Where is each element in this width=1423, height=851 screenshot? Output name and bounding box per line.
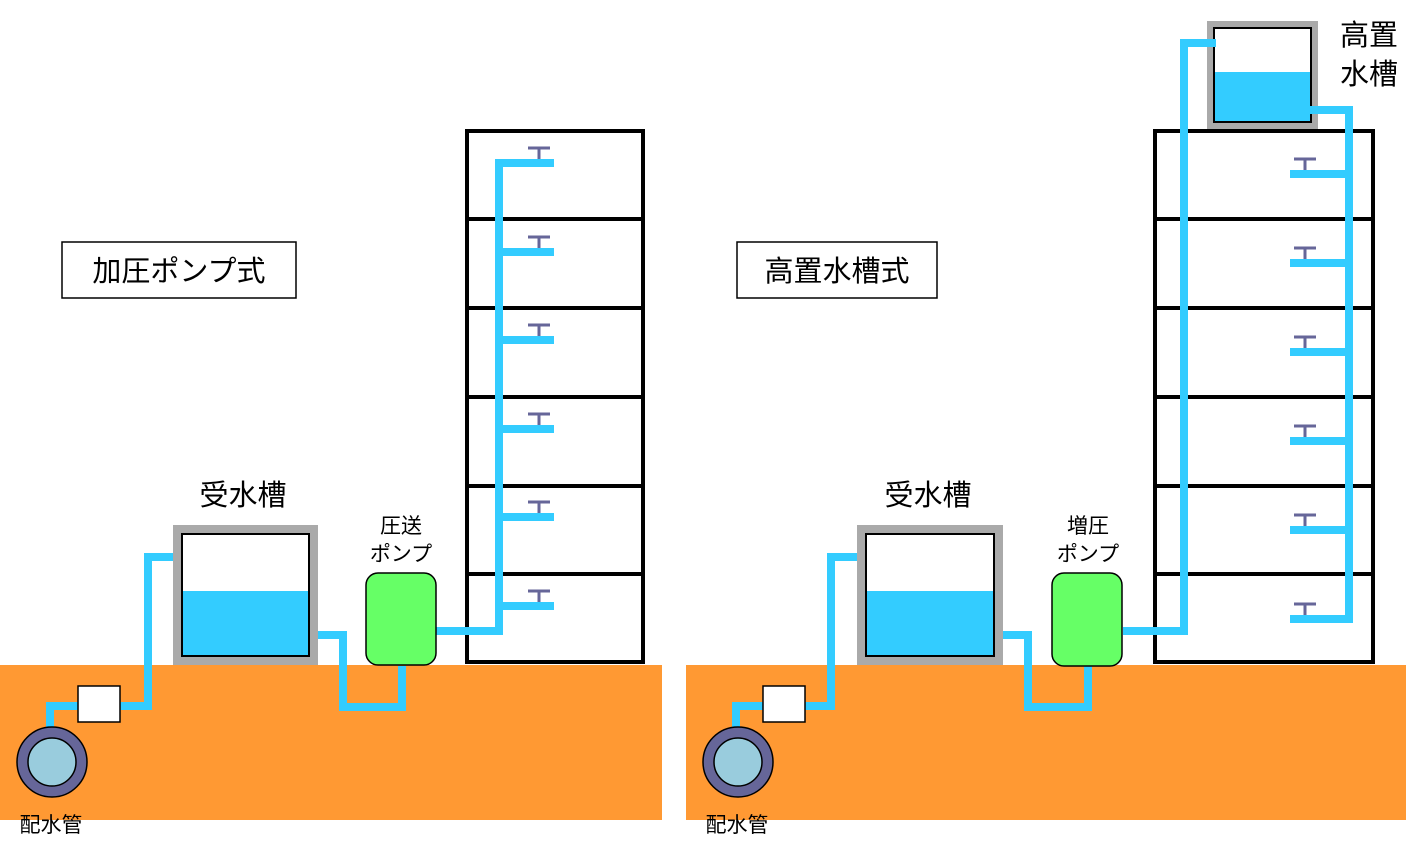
right-pump-label-2: ポンプ [1057, 542, 1119, 566]
left-title-box [61, 241, 297, 299]
left-pump-label-1: 圧送 [380, 514, 422, 538]
right-pump [1051, 572, 1123, 667]
faucet-icon [528, 323, 550, 336]
left-title: 加圧ポンプ式 [92, 254, 265, 288]
faucet-icon [1294, 602, 1316, 615]
right-pump-label-1: 増圧 [1067, 514, 1109, 538]
right-tank-label: 受水槽 [884, 478, 971, 512]
faucet-icon [528, 589, 550, 602]
right-receiving-tank [857, 525, 1003, 665]
right-building [1153, 129, 1375, 664]
right-water-meter [762, 685, 806, 723]
right-panel: 高置水槽式 受水槽 増圧 ポンプ 配水管 高置 水槽 [686, 18, 1406, 837]
left-water-meter [77, 685, 121, 723]
left-main-label: 配水管 [20, 813, 83, 837]
right-elevated-label-1: 高置 [1340, 18, 1398, 52]
left-pump-label-2: ポンプ [370, 542, 432, 566]
right-faucets [1294, 157, 1316, 615]
left-receiving-tank [173, 525, 318, 665]
right-title-box [736, 241, 938, 299]
faucet-icon [1294, 157, 1316, 170]
faucet-icon [528, 500, 550, 513]
right-main-label: 配水管 [706, 813, 769, 837]
left-faucets [528, 146, 550, 602]
left-pipes [46, 159, 554, 730]
right-elevated-label-2: 水槽 [1340, 57, 1398, 91]
faucet-icon [1294, 424, 1316, 437]
right-elevated-tank [1207, 21, 1318, 129]
faucet-icon [1294, 246, 1316, 259]
faucet-icon [528, 412, 550, 425]
faucet-icon [1294, 513, 1316, 526]
right-ground [686, 665, 1406, 820]
right-title: 高置水槽式 [764, 254, 909, 288]
left-building [465, 129, 645, 664]
left-water-main [16, 726, 88, 798]
right-pipes [732, 39, 1353, 730]
faucet-icon [1294, 335, 1316, 348]
faucet-icon [528, 146, 550, 159]
left-pump [365, 572, 437, 666]
left-tank-label: 受水槽 [199, 478, 286, 512]
right-water-main [702, 726, 774, 798]
faucet-icon [528, 235, 550, 248]
left-panel: 加圧ポンプ式 受水槽 圧送 ポンプ 配水管 [0, 129, 662, 837]
